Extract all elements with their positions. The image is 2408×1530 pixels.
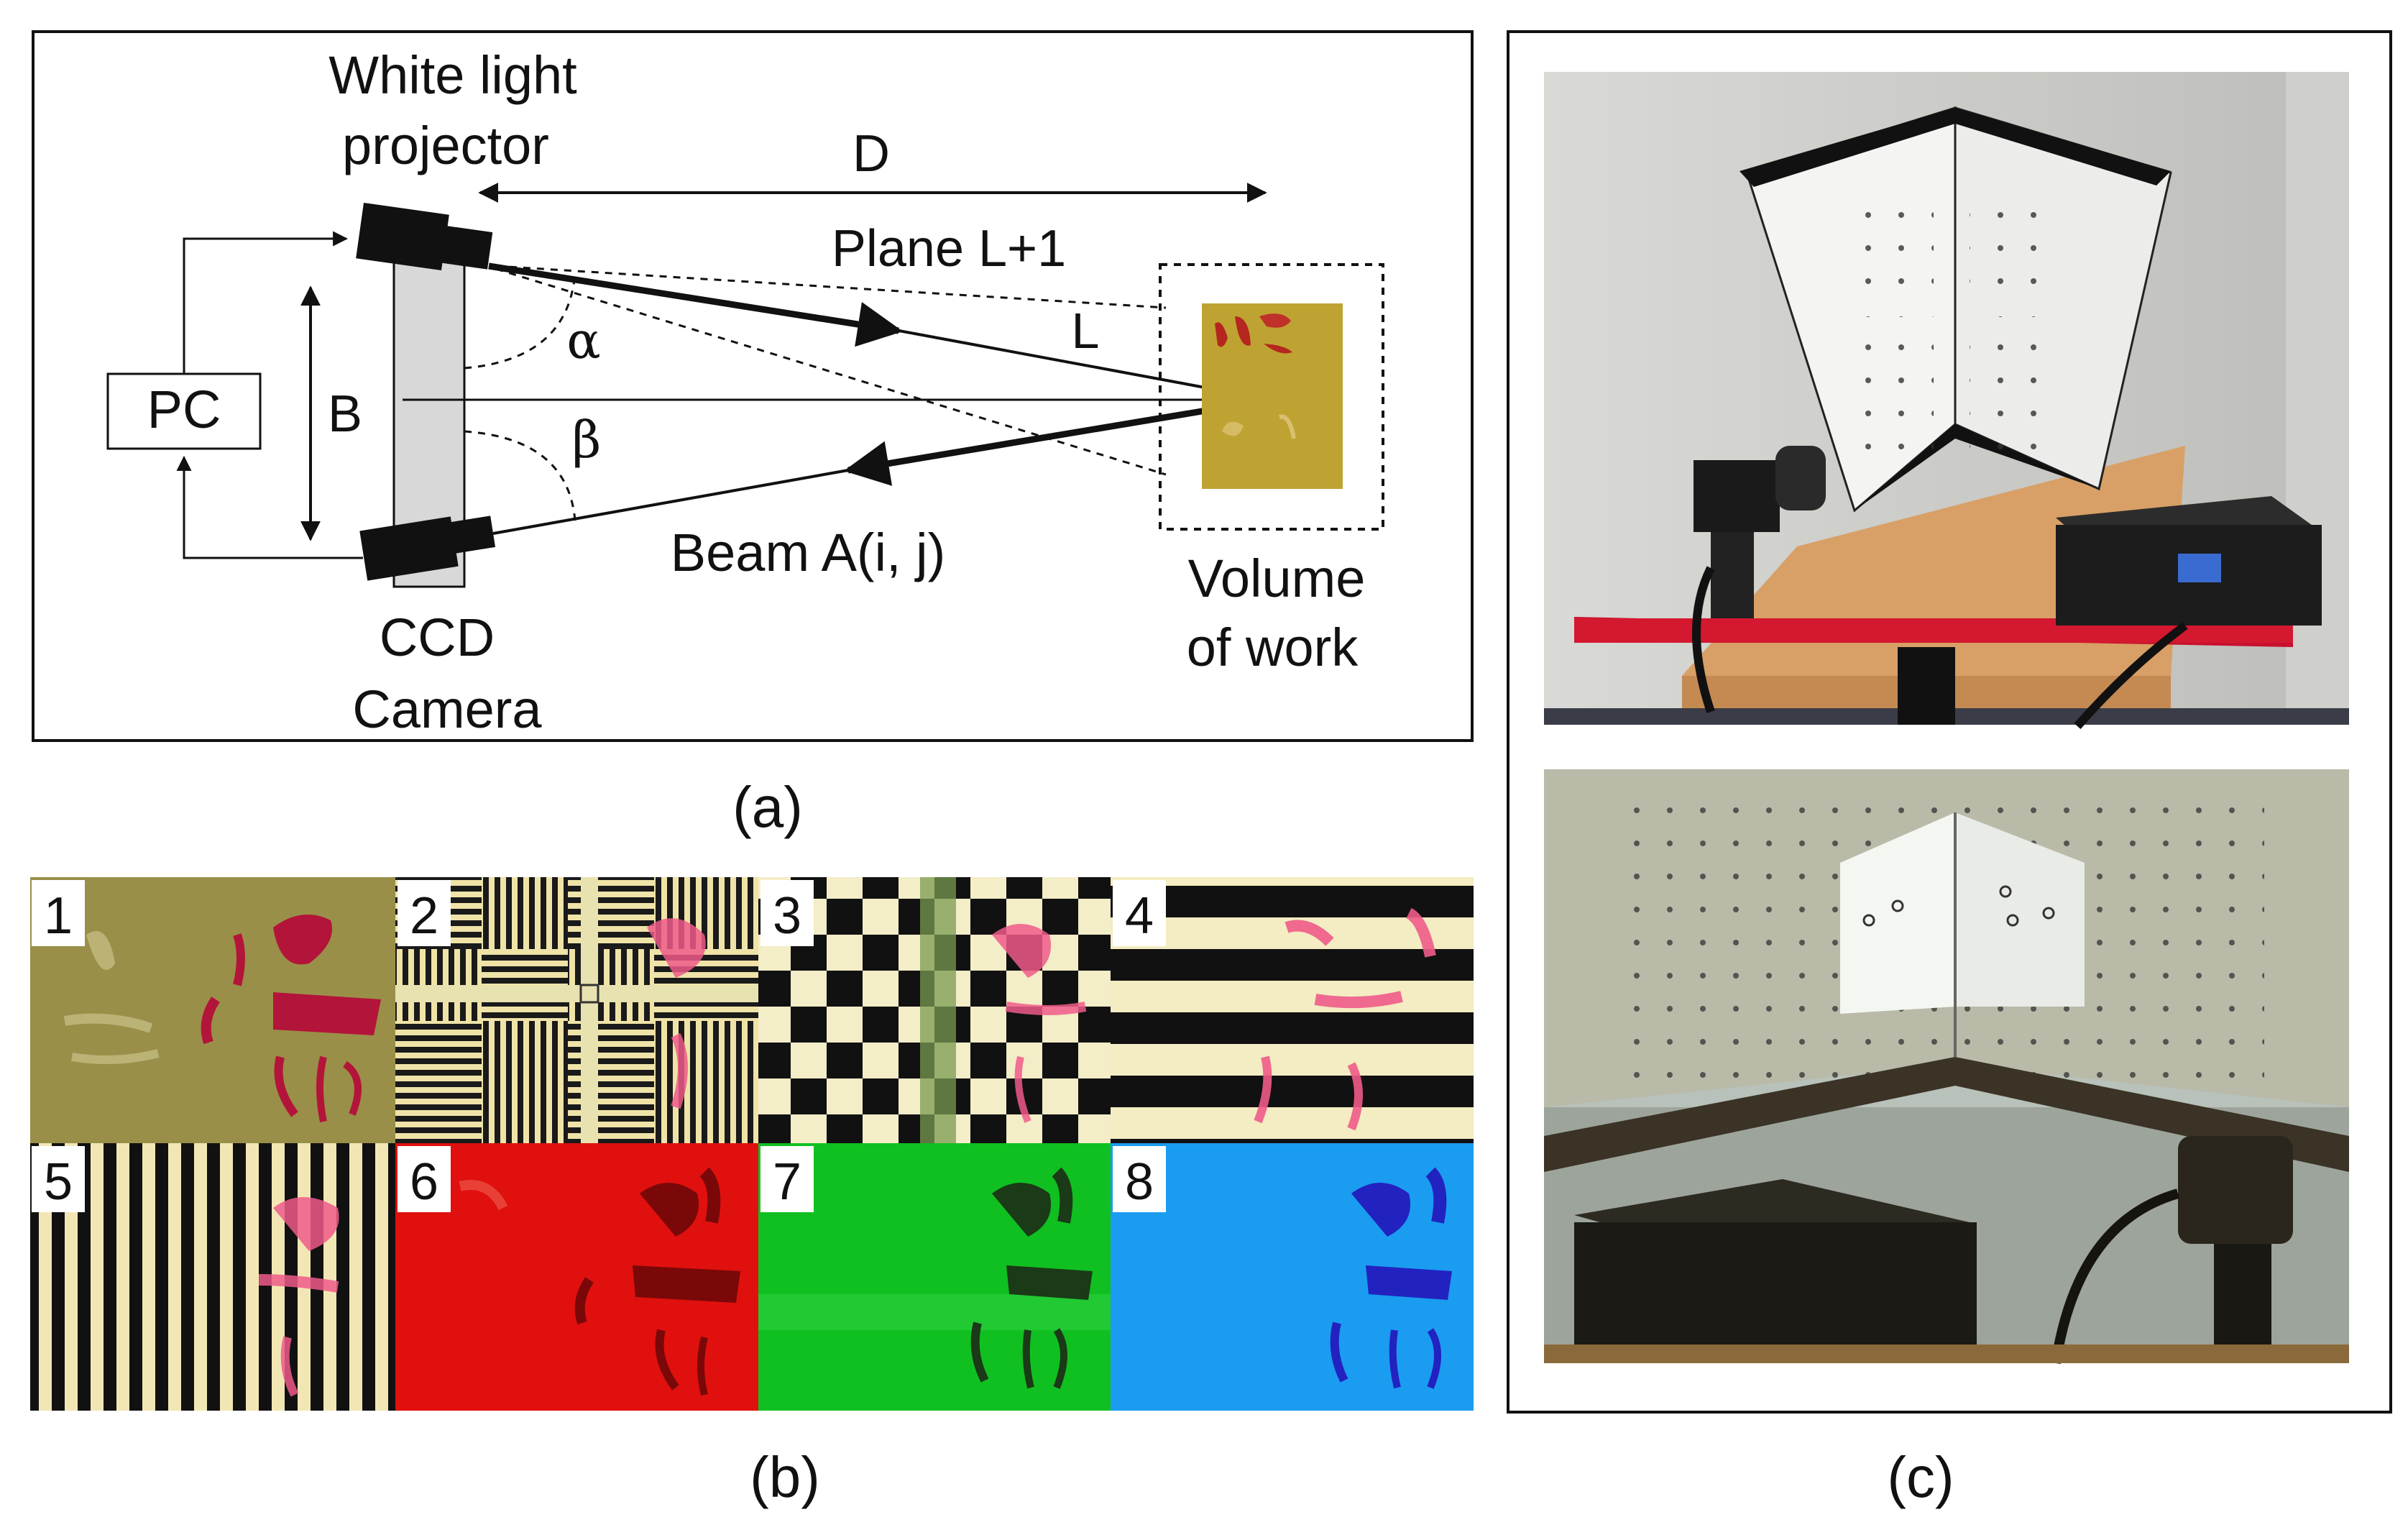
projector-label-line2: projector xyxy=(342,116,549,175)
setup-photo xyxy=(1544,72,2349,729)
pattern-tile-8 xyxy=(1111,1143,1474,1411)
volume-sample-image xyxy=(1202,303,1343,489)
panel-c-caption: (c) xyxy=(1887,1445,1954,1509)
plane-l-label: L xyxy=(1072,303,1100,359)
ccd-camera-device xyxy=(359,516,496,581)
tile-number-8: 8 xyxy=(1125,1153,1154,1211)
tile-number-1: 1 xyxy=(44,887,73,945)
tile-number-6: 6 xyxy=(410,1153,438,1211)
beam-label: Beam A(i, j) xyxy=(671,523,945,582)
pc-label: PC xyxy=(147,380,221,439)
panel-a-caption: (a) xyxy=(732,775,803,839)
projector-device xyxy=(356,203,493,270)
pc-box xyxy=(106,372,262,450)
camera-beam xyxy=(843,396,1272,486)
pattern-tile-7 xyxy=(758,1143,1111,1411)
tile-number-4: 4 xyxy=(1125,887,1154,945)
beta-arc xyxy=(464,430,576,521)
camera-label-line2: Camera xyxy=(352,679,542,739)
plane-label: Plane L+1 xyxy=(832,220,1066,278)
baseline-label: B xyxy=(328,385,362,443)
pattern-tile-3 xyxy=(758,877,1111,1143)
projector-beam xyxy=(488,262,904,347)
pattern-tile-4 xyxy=(1111,877,1474,1143)
tile-number-5: 5 xyxy=(44,1153,73,1211)
pattern-tile-1 xyxy=(30,877,395,1143)
beta-label: β xyxy=(572,411,601,469)
tile-badges: 1 2 3 4 5 6 7 8 xyxy=(32,880,1166,1212)
alpha-label: α xyxy=(566,311,600,370)
projector-label-line1: White light xyxy=(328,45,577,105)
pc-to-projector-line xyxy=(183,231,349,374)
distance-label: D xyxy=(853,125,890,183)
panel-b-caption: (b) xyxy=(750,1445,820,1509)
pattern-tile-6 xyxy=(395,1143,758,1411)
tile-number-7: 7 xyxy=(773,1153,801,1211)
panel-a: PC B D α β xyxy=(32,30,1474,742)
volume-label-line1: Volume xyxy=(1188,549,1366,608)
camera-label-line1: CCD xyxy=(380,608,495,667)
volume-of-work-box xyxy=(1159,263,1384,531)
tile-number-3: 3 xyxy=(773,887,801,945)
camera-to-pc-line xyxy=(176,455,363,559)
alpha-arc xyxy=(464,272,576,370)
panel-c xyxy=(1507,30,2392,1414)
projection-photo xyxy=(1544,769,2349,1365)
volume-label-line2: of work xyxy=(1187,618,1359,677)
plane-dashed-upper xyxy=(495,265,1167,309)
camera-beam-thin xyxy=(492,469,849,535)
pattern-tile-5 xyxy=(30,1143,395,1411)
panel-b: 1 2 3 4 5 6 7 8 xyxy=(30,877,1474,1411)
tile-number-2: 2 xyxy=(410,887,438,945)
